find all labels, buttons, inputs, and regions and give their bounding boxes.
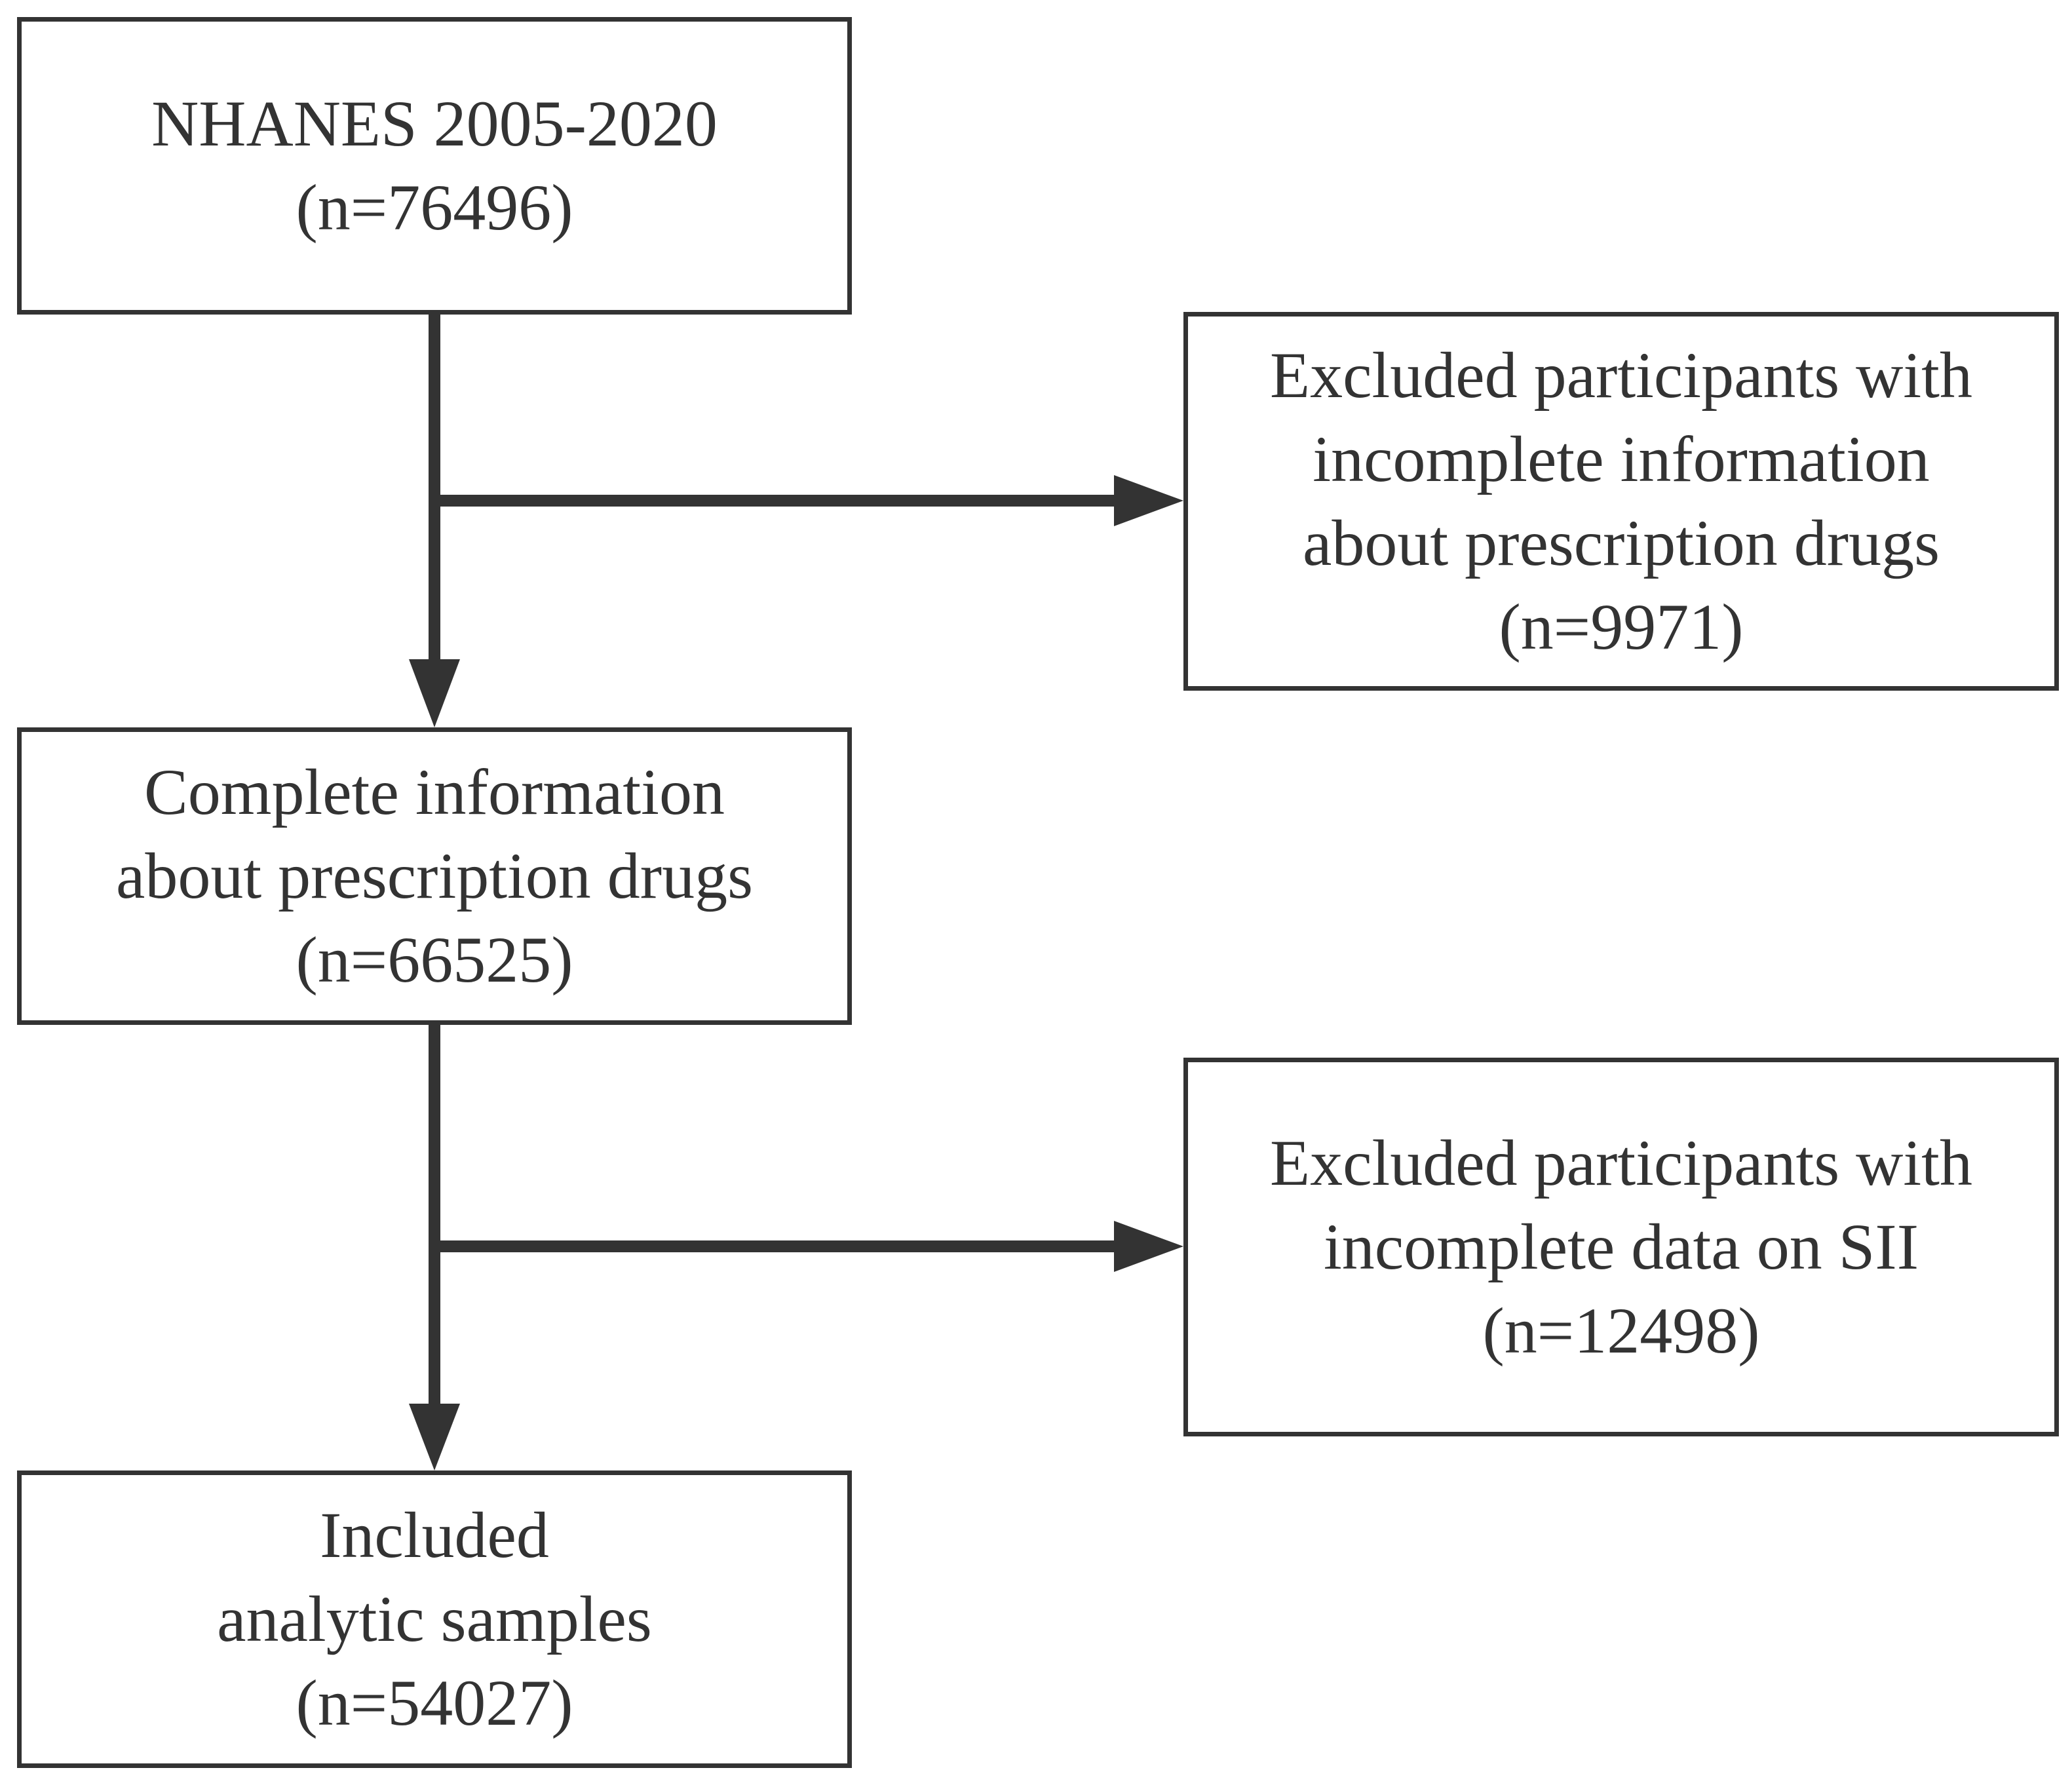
node-excluded-prescription-drugs: Excluded participants with incomplete in… (1183, 312, 2059, 691)
node-count: (n=12498) (1482, 1294, 1760, 1367)
node-excluded-incomplete-sii: Excluded participants with incomplete da… (1183, 1058, 2059, 1436)
node-count: (n=66525) (296, 923, 573, 996)
node-text-line: analytic samples (217, 1583, 652, 1655)
node-text-line: Complete information (144, 756, 725, 828)
node-count: (n=54027) (296, 1666, 573, 1739)
node-included-analytic-samples: Included analytic samples (n=54027) (17, 1470, 852, 1768)
node-text-line: Included (320, 1499, 549, 1571)
node-text-line: incomplete data on SII (1323, 1210, 1919, 1283)
arrowhead-excluded-sii (1114, 1221, 1183, 1272)
node-text-line: about prescription drugs (115, 839, 754, 912)
arrowhead-complete-info (409, 659, 460, 727)
node-count: (n=76496) (296, 171, 573, 244)
node-text-line: NHANES 2005-2020 (151, 87, 718, 160)
arrowhead-excluded-prescription (1114, 475, 1183, 526)
node-text-line: about prescription drugs (1302, 507, 1940, 579)
node-count: (n=9971) (1499, 590, 1744, 663)
arrowhead-included (409, 1404, 460, 1470)
node-nhanes-2005-2020: NHANES 2005-2020 (n=76496) (17, 17, 852, 315)
node-text-line: incomplete information (1313, 423, 1930, 495)
node-text-line: Excluded participants with (1270, 339, 1972, 412)
node-text-line: Excluded participants with (1270, 1126, 1972, 1199)
node-complete-information: Complete information about prescription … (17, 727, 852, 1025)
